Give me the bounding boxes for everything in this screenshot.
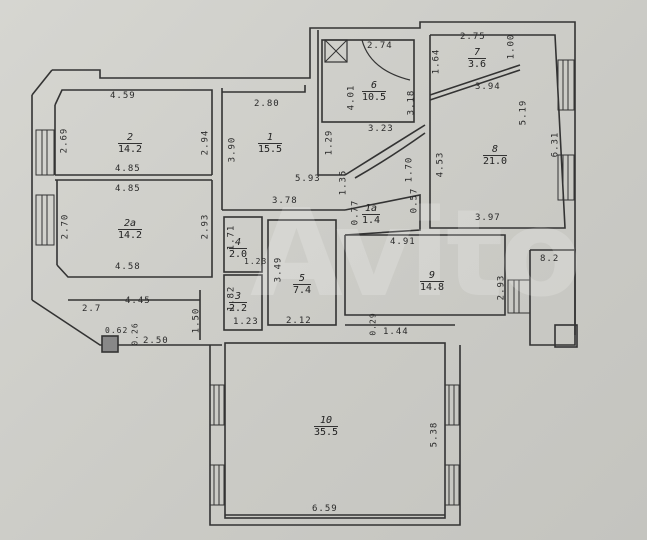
dim-label: 0.29 xyxy=(368,312,378,336)
dim-label: 2.75 xyxy=(460,32,486,42)
dim-label: 2.93 xyxy=(496,274,507,301)
dim-label: 0.77 xyxy=(350,199,361,226)
dim-label: 1.50 xyxy=(191,307,202,334)
dim-label: 4.91 xyxy=(390,237,416,247)
dim-label: 3.78 xyxy=(272,196,298,206)
dim-label: 4.59 xyxy=(110,91,136,101)
dim-label: 5.38 xyxy=(429,421,440,448)
dim-label: 1.23 xyxy=(244,257,268,266)
watermark: Avito xyxy=(250,185,582,324)
dim-label: 1.23 xyxy=(233,317,259,327)
dim-label: 3.49 xyxy=(273,256,284,283)
dim-label: 1.71 xyxy=(226,224,237,251)
dim-label: 0.57 xyxy=(409,187,420,214)
dim-label: 1.00 xyxy=(506,33,517,60)
dim-label: 4.85 xyxy=(115,184,141,194)
dim-label: 1.82 xyxy=(226,285,237,312)
dim-label: 3.18 xyxy=(406,89,417,116)
dim-label: 3.23 xyxy=(368,124,394,134)
dim-label: 2.74 xyxy=(367,41,393,51)
dim-label: 2.94 xyxy=(200,129,211,156)
dim-label: 3.90 xyxy=(227,136,238,163)
dim-label: 1.29 xyxy=(324,129,335,156)
dim-label: 1.64 xyxy=(431,48,442,75)
dim-label: 4.01 xyxy=(346,84,357,111)
dim-label: 2.93 xyxy=(200,213,211,240)
dim-label: 1.35 xyxy=(338,169,349,196)
dim-label: 2.70 xyxy=(60,213,71,240)
dim-label: 2.69 xyxy=(59,127,70,154)
dim-label: 6.59 xyxy=(312,504,338,514)
dim-label: 4.53 xyxy=(435,151,446,178)
dim-label: 4.58 xyxy=(115,262,141,272)
dim-label: 5.93 xyxy=(295,174,321,184)
dim-label: 2.7 xyxy=(82,304,102,314)
dim-label: 2.50 xyxy=(143,336,169,346)
dim-label: 5.19 xyxy=(518,99,529,126)
dim-label: 0.62 xyxy=(105,326,129,335)
dim-label: 3.97 xyxy=(475,213,501,223)
dim-label: 2.12 xyxy=(286,316,312,326)
dim-label: 1.44 xyxy=(383,327,409,337)
dim-label: 3.94 xyxy=(475,82,501,92)
dim-label: 4.85 xyxy=(115,164,141,174)
dim-label: 8.2 xyxy=(540,254,560,264)
dim-label: 4.45 xyxy=(125,296,151,306)
dim-label: 2.80 xyxy=(254,99,280,109)
dim-label: 6.31 xyxy=(550,131,561,158)
dim-label: 0.26 xyxy=(130,322,140,346)
dim-label: 1.70 xyxy=(404,156,415,183)
